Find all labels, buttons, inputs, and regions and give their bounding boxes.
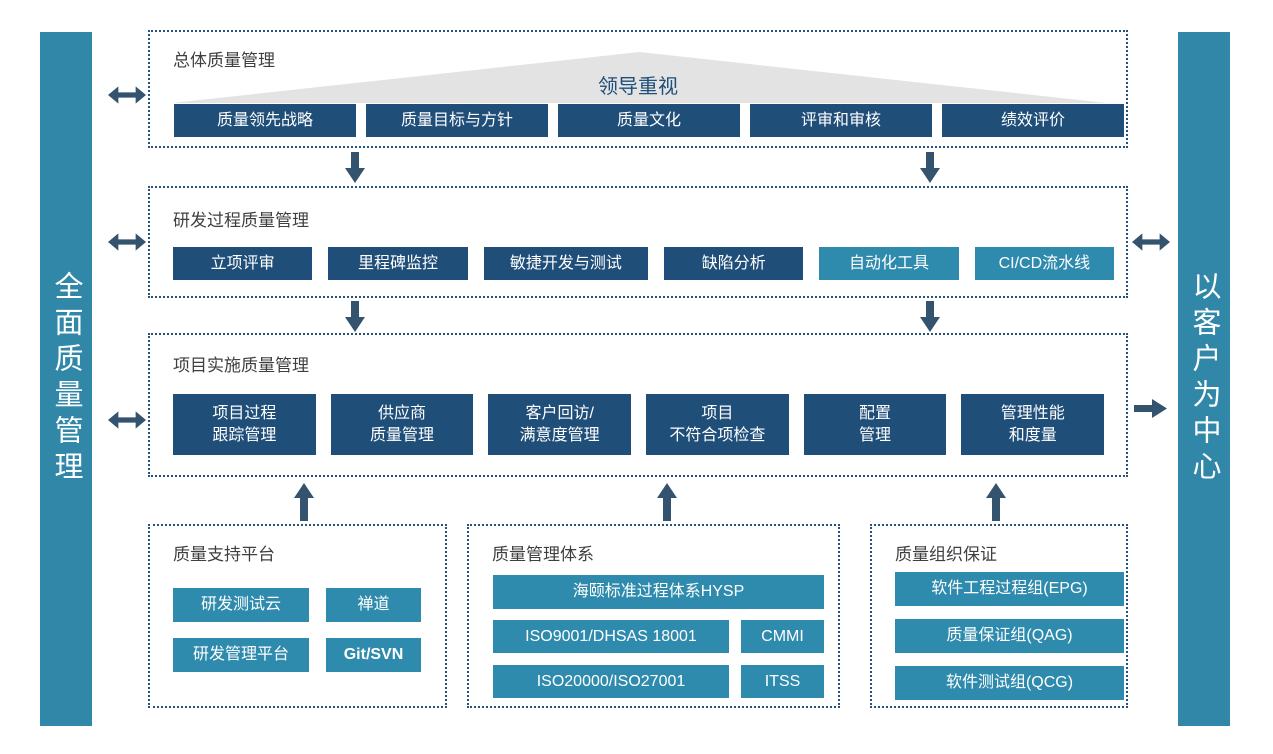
node-label-line2: 不符合项检查 [669, 426, 766, 444]
node-qcg-group: 软件测试组(QCG) [895, 666, 1124, 700]
section-overall-quality: 总体质量管理 领导重视 质量领先战略 质量目标与方针 质量文化 评审和审核 绩效… [148, 30, 1128, 148]
node-agile-dev-testing: 敏捷开发与测试 [483, 247, 649, 280]
node-qag-group: 质量保证组(QAG) [895, 619, 1124, 653]
node-label-line2: 和度量 [1008, 426, 1057, 444]
node-label-line2: 管理 [859, 426, 892, 444]
node-iso20000-iso27001: ISO20000/ISO27001 [493, 665, 729, 698]
node-label-line2: 质量管理 [370, 426, 435, 444]
node-label-line2: 满意度管理 [519, 426, 600, 444]
node-label-line1: 项目过程 [212, 404, 277, 422]
node-quality-leading-strategy: 质量领先战略 [174, 104, 356, 137]
node-git-svn: Git/SVN [326, 638, 421, 672]
node-cicd-pipeline: CI/CD流水线 [974, 247, 1115, 280]
node-label-line1: 项目 [701, 404, 734, 422]
node-quality-goals-policy: 质量目标与方针 [366, 104, 548, 137]
node-nonconformity-check: 项目 不符合项检查 [646, 394, 789, 455]
section-rd-process-quality: 研发过程质量管理 立项评审 里程碑监控 敏捷开发与测试 缺陷分析 自动化工具 C… [148, 186, 1128, 298]
right-bar-label: 以客户为中心 [1188, 271, 1220, 487]
node-supplier-quality: 供应商 质量管理 [330, 394, 474, 455]
down-arrow-icon [920, 152, 940, 183]
customer-centric-bar: 以客户为中心 [1178, 32, 1230, 726]
overall-quality-button-row: 质量领先战略 质量目标与方针 质量文化 评审和审核 绩效评价 [174, 104, 1124, 137]
node-project-approval-review: 立项评审 [173, 247, 313, 280]
node-project-process-tracking: 项目过程 跟踪管理 [173, 394, 316, 455]
left-bar-label: 全面质量管理 [50, 271, 82, 487]
box-quality-support-platform: 质量支持平台 研发测试云 禅道 研发管理平台 Git/SVN [148, 524, 447, 708]
up-arrow-icon [657, 483, 677, 521]
node-label-line1: 管理性能 [1000, 404, 1065, 422]
node-rd-test-cloud: 研发测试云 [173, 588, 309, 622]
double-arrow-icon [108, 232, 146, 252]
leadership-banner-label: 领导重视 [598, 76, 678, 98]
node-label-line1: 供应商 [378, 404, 427, 422]
right-arrow-icon [1134, 399, 1167, 418]
node-performance-measurement: 管理性能 和度量 [961, 394, 1105, 455]
project-implementation-button-row: 项目过程 跟踪管理 供应商 质量管理 客户回访/ 满意度管理 项目 不符合项检查… [173, 394, 1105, 455]
box-title: 质量管理体系 [492, 545, 594, 564]
node-label-line1: 客户回访/ [525, 404, 594, 422]
node-iso9001-dhsas18001: ISO9001/DHSAS 18001 [493, 620, 729, 653]
node-zentao: 禅道 [326, 588, 421, 622]
node-defect-analysis: 缺陷分析 [664, 247, 804, 280]
double-arrow-icon [108, 85, 146, 105]
node-label-line1: 配置 [859, 404, 892, 422]
node-performance-evaluation: 绩效评价 [942, 104, 1124, 137]
up-arrow-icon [986, 483, 1006, 521]
section-project-implementation-quality: 项目实施质量管理 项目过程 跟踪管理 供应商 质量管理 客户回访/ 满意度管理 … [148, 333, 1128, 477]
node-itss: ITSS [741, 665, 824, 698]
box-title: 质量支持平台 [173, 545, 275, 564]
box-quality-organization: 质量组织保证 软件工程过程组(EPG) 质量保证组(QAG) 软件测试组(QCG… [870, 524, 1128, 708]
total-quality-management-bar: 全面质量管理 [40, 32, 92, 726]
down-arrow-icon [345, 301, 365, 332]
node-quality-culture: 质量文化 [558, 104, 740, 137]
double-arrow-icon [1132, 232, 1170, 252]
section-title: 总体质量管理 [173, 51, 275, 70]
section-title: 研发过程质量管理 [173, 211, 309, 230]
node-configuration-management: 配置 管理 [803, 394, 947, 455]
down-arrow-icon [920, 301, 940, 332]
box-quality-management-system: 质量管理体系 海颐标准过程体系HYSP ISO9001/DHSAS 18001 … [467, 524, 840, 708]
node-label-line2: 跟踪管理 [212, 426, 277, 444]
node-rd-management-platform: 研发管理平台 [173, 638, 309, 672]
down-arrow-icon [345, 152, 365, 183]
node-automation-tools: 自动化工具 [819, 247, 959, 280]
box-title: 质量组织保证 [895, 545, 997, 564]
node-cmmi: CMMI [741, 620, 824, 653]
node-review-audit: 评审和审核 [750, 104, 932, 137]
node-customer-return-visit: 客户回访/ 满意度管理 [488, 394, 632, 455]
node-epg-group: 软件工程过程组(EPG) [895, 572, 1124, 606]
rd-process-button-row: 立项评审 里程碑监控 敏捷开发与测试 缺陷分析 自动化工具 CI/CD流水线 [173, 247, 1115, 280]
up-arrow-icon [294, 483, 314, 521]
node-milestone-monitoring: 里程碑监控 [328, 247, 468, 280]
node-hysp-standard-process: 海颐标准过程体系HYSP [493, 575, 824, 609]
double-arrow-icon [108, 410, 146, 430]
section-title: 项目实施质量管理 [173, 356, 309, 375]
